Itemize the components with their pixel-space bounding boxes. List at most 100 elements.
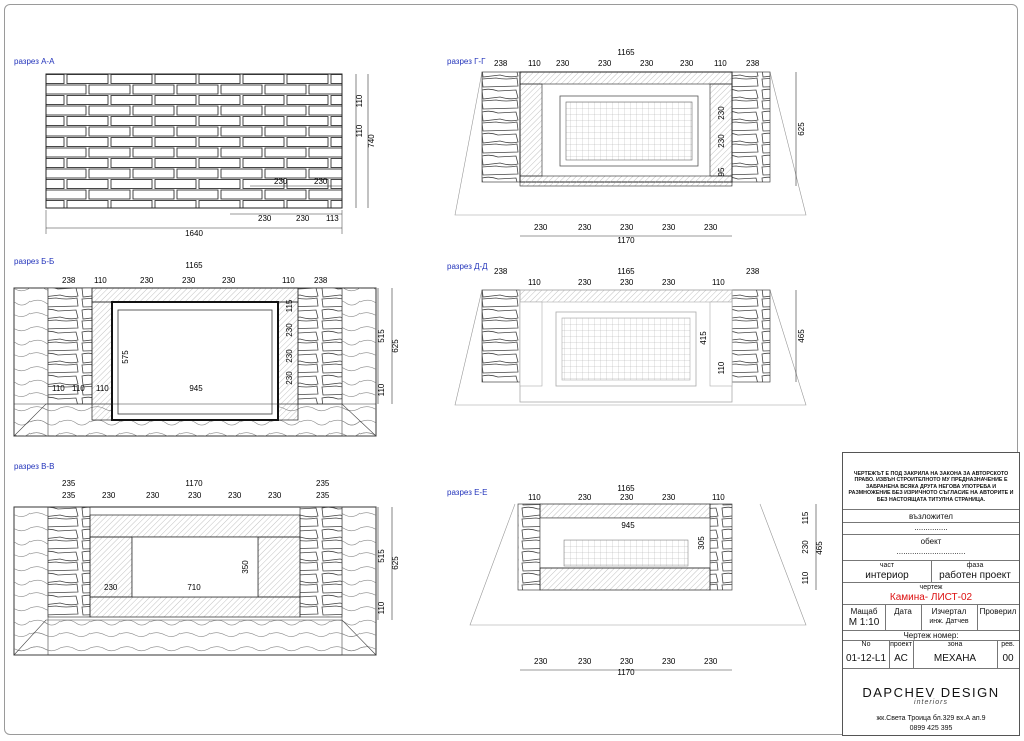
phone: 0899 425 395 [909,725,953,732]
dim-bb-110l: 110 [94,276,107,285]
dim-vv-230e: 230 [268,491,282,500]
dim-gg-v230b: 230 [717,134,726,148]
section-label-vv: разрез В-В [14,462,55,471]
dim-aa-230c: 230 [274,177,288,186]
dim-dd-415: 415 [699,331,708,345]
object-value: ............................... [896,547,966,556]
dim-dd-465: 465 [797,329,806,343]
dim-ee-230v: 230 [801,540,810,554]
dim-gg-230c: 230 [640,59,654,68]
dim-gg-b230b: 230 [578,223,592,232]
dim-bb-110c: 110 [96,384,109,393]
client-value: ............... [914,523,948,532]
date-label: Дата [894,607,912,616]
dim-gg-230b: 230 [598,59,612,68]
dim-dd-110l: 110 [528,278,541,287]
dim-gg-b230a: 230 [534,223,548,232]
dim-gg-b230d: 230 [662,223,676,232]
dim-vv-235c: 235 [316,479,330,488]
dim-bb-v230c: 230 [285,371,294,385]
section-label-aa: разрез А-А [14,57,55,66]
dim-bb-515: 515 [377,329,386,343]
dim-bb-110v: 110 [377,383,386,396]
sheet-frame [4,4,1018,735]
client-label: възложител [909,512,953,521]
dim-gg-110l: 110 [528,59,541,68]
object-row: обект ............................... [843,535,1019,561]
object-label: обект [920,537,942,546]
dim-vv-710: 710 [187,583,201,592]
dim-ee-110r: 110 [712,493,725,502]
dim-dd-110v: 110 [717,361,726,374]
no-value: 01-12-L1 [845,653,887,664]
scale-value: М 1:10 [848,617,880,628]
dim-aa-113: 113 [326,214,339,223]
dim-bb-945: 945 [189,384,203,393]
dim-bb-v230b: 230 [285,349,294,363]
dim-ee-115: 115 [801,511,810,524]
drawing-label: чертеж [919,584,943,591]
dim-gg-238l: 238 [494,59,508,68]
dim-vv-230f: 230 [104,583,118,592]
dim-aa-width: 1640 [185,229,203,238]
dim-bb-575: 575 [121,350,130,364]
dim-ee-465: 465 [815,541,824,555]
dim-bb-110b: 110 [72,384,85,393]
no-label: No [861,641,871,648]
dim-gg-1165: 1165 [617,48,635,57]
dim-ee-b230c: 230 [620,657,634,666]
dim-gg-110r: 110 [714,59,727,68]
section-label-ee: разрез Е-Е [447,488,488,497]
dim-vv-235b: 235 [62,491,76,500]
project-value: АС [894,653,908,664]
section-label-bb: разрез Б-Б [14,257,55,266]
project-label: проект [890,641,912,648]
zone-label: зона [947,641,963,648]
dim-vv-350: 350 [241,560,250,574]
section-vv-drawing [13,506,393,656]
dim-ee-1170: 1170 [617,668,635,677]
scale-row: Мащаб М 1:10 Дата Изчертал инж. Датчев П… [843,605,1019,631]
address: жк.Света Троица бл.329 вх.А ап.9 [876,715,986,722]
dim-vv-1170: 1170 [185,479,203,488]
dim-ee-b230b: 230 [578,657,592,666]
section-ee-drawing [469,503,817,671]
phase-value: работен проект [939,570,1011,581]
dim-bb-230a: 230 [140,276,154,285]
dim-dd-230b: 230 [620,278,634,287]
scale-label: Мащаб [850,607,878,616]
dim-dd-238r: 238 [746,267,760,276]
dim-vv-235d: 235 [316,491,330,500]
dim-bb-115: 115 [285,299,294,312]
section-dd-drawing [454,289,807,406]
phase-label: фаза [966,562,984,569]
dim-vv-515: 515 [377,549,386,563]
dim-vv-230c: 230 [188,491,202,500]
dim-ee-110v: 110 [801,571,810,584]
drawing-no-row: Чертеж номер: [843,631,1019,641]
part-label: част [879,562,895,569]
dim-ee-b230e: 230 [704,657,718,666]
dim-vv-230a: 230 [102,491,116,500]
section-label-dd: разрез Д-Д [447,262,488,271]
dim-gg-625: 625 [797,122,806,136]
section-label-gg: разрез Г-Г [447,57,486,66]
dim-gg-b230e: 230 [704,223,718,232]
dim-vv-110v: 110 [377,601,386,614]
dim-ee-945: 945 [621,521,635,530]
dim-aa-110: 110 [355,94,364,107]
brand-subtitle: interiors [914,699,948,706]
dim-dd-110r: 110 [712,278,725,287]
dim-aa-230a: 230 [258,214,272,223]
dim-bb-238r: 238 [314,276,328,285]
dim-bb-1165: 1165 [185,261,203,270]
dim-vv-235a: 235 [62,479,76,488]
dim-ee-b230d: 230 [662,657,676,666]
dim-gg-230d: 230 [680,59,694,68]
dim-ee-1165: 1165 [617,484,635,493]
section-gg-drawing [454,71,807,237]
section-bb-drawing [13,287,393,437]
dim-dd-230a: 230 [578,278,592,287]
number-row: No 01-12-L1 проект АС зона МЕХАНА рев. 0… [843,641,1019,669]
